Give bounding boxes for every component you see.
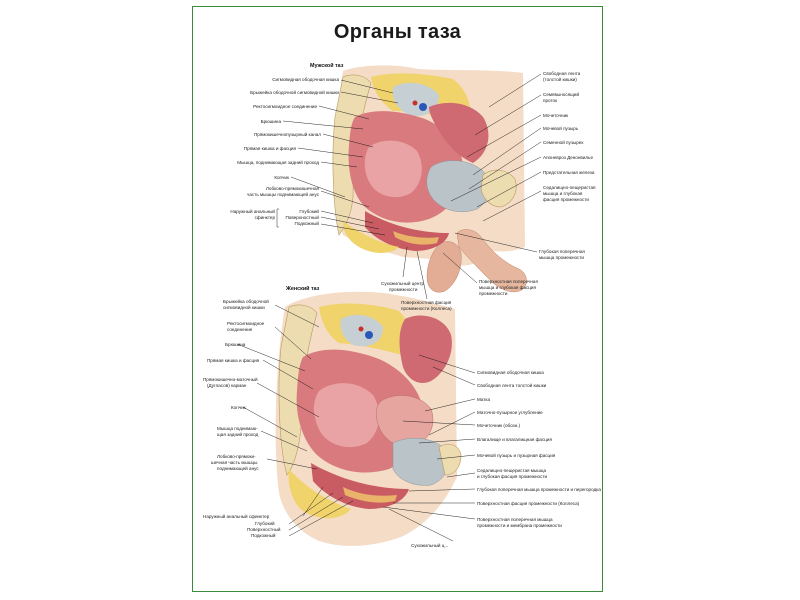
- label-male-taenia-2: (толстой кишки): [543, 76, 577, 82]
- label-male-puborectalis-1: Лобково-прямокишечная: [266, 186, 320, 191]
- label-male-perineal-body-1: Сухожильный центр: [381, 280, 425, 286]
- label-female-colles: Поверхностная фасция промежности (Коллес…: [477, 501, 580, 506]
- label-male-prostate: Предстательная железа: [543, 170, 595, 175]
- female-left-labels: Брыжейка ободочной сигмовидной кишки Рек…: [203, 298, 281, 538]
- label-female-rectosigmoid-2: соединение: [227, 327, 253, 332]
- label-male-sigmoid-mesocolon: Брыжейка ободочной сигмовидной кишки: [250, 89, 339, 95]
- label-female-superficial: Поверхностный: [247, 526, 281, 532]
- label-female-deep-transverse: Глубокая поперечная мышца промежности и …: [477, 487, 601, 492]
- label-female-mesocolon-2: сигмовидной кишки: [223, 304, 265, 310]
- label-male-peritoneum: Брюшина: [261, 119, 282, 124]
- label-female-peritoneum: Брюшина: [225, 342, 246, 347]
- anatomy-illustration: Мужской таз Женский таз Сигмовидная обод…: [203, 62, 601, 548]
- label-male-colles-2: промежности (Коллеса): [401, 306, 452, 311]
- label-female-douglas-2: (Дугласов) карман: [207, 383, 247, 388]
- label-male-taenia-1: Свободная лента: [543, 71, 581, 76]
- label-male-vas-deferens-2: проток: [543, 98, 558, 103]
- label-female-douglas-1: Прямокишечно-маточный: [203, 376, 258, 382]
- label-male-levator-ani: Мышца, поднимающая задний проход: [237, 159, 319, 165]
- female-leader-lines: [236, 304, 476, 542]
- male-sphincter-bracket: [276, 208, 279, 228]
- label-male-rectosigmoid: Ректосигмоидное соединение: [253, 104, 317, 109]
- label-male-ext-sphincter-2: сфинктер: [255, 215, 276, 220]
- label-male-denonvilliers: Апоневроз Денонвилье: [543, 155, 593, 160]
- label-male-vas-deferens-1: Семявыносящий: [543, 91, 579, 97]
- female-pelvis-drawing: [275, 291, 462, 546]
- label-female-bladder: Мочевой пузырь и пузырная фасция: [477, 452, 556, 458]
- label-female-deep: Глубокий: [255, 520, 275, 526]
- label-male-deep-transverse-2: мышца промежности: [539, 255, 584, 260]
- label-male-rectovesical-pouch: Прямокишечнопузырный канал: [254, 131, 321, 137]
- label-female-uterus: Матка: [477, 397, 491, 402]
- male-leader-lines: [282, 73, 542, 300]
- label-male-deep: Глубокий: [299, 208, 319, 214]
- male-pelvis-drawing: [332, 65, 527, 293]
- male-left-labels: Сигмовидная ободочная кишка Брыжейка обо…: [230, 77, 339, 226]
- label-female-ischiocav-1: Седалищно-пещеристая мышца: [477, 468, 547, 473]
- label-female-subcutaneous: Подкожный: [251, 532, 276, 538]
- label-female-puborectalis-1: Лобково-прямоки-: [217, 454, 256, 459]
- label-female-superf-transverse-2: промежности и мембрана промежности: [477, 523, 562, 528]
- label-male-coccyx: Копчик: [274, 175, 290, 180]
- label-male-ischiocav-3: фасция промежности: [543, 197, 589, 202]
- poster-title: Органы таза: [333, 21, 462, 43]
- label-female-ureter: Мочеточник (обозн.): [477, 423, 521, 428]
- female-section-heading: Женский таз: [285, 285, 320, 292]
- label-male-ureter: Мочеточник: [543, 113, 569, 118]
- female-right-labels: Сигмовидная ободочная кишка Свободная ле…: [477, 370, 601, 528]
- label-female-vagina: Влагалище и влагалищная фасция: [477, 437, 552, 442]
- poster: Органы таза: [192, 6, 603, 592]
- label-female-taenia: Свободная лента толстой кишки: [477, 382, 547, 388]
- label-female-puborectalis-2: шечная часть мышцы: [211, 460, 257, 465]
- label-male-ischiocav-1: Седалищно-пещеристая: [543, 185, 596, 190]
- label-female-superf-transverse-1: Поверхностная поперечная мышца: [477, 517, 553, 522]
- label-female-ext-sphincter: Наружный анальный сфинктер: [203, 513, 270, 519]
- label-male-superf-transverse-1: Поверхностная поперечная: [479, 279, 538, 284]
- label-male-deep-transverse-1: Глубокая поперечная: [539, 249, 585, 254]
- label-male-ext-sphincter-1: Наружный анальный: [230, 208, 275, 214]
- label-female-coccyx: Копчик: [231, 405, 247, 410]
- label-female-sigmoid-colon: Сигмовидная ободочная кишка: [477, 370, 544, 375]
- label-female-levator-2: щая задний проход: [217, 431, 259, 437]
- label-female-mesocolon-1: Брыжейка ободочной: [223, 298, 269, 304]
- male-bottom-labels: Сухожильный центр промежности Поверхност…: [381, 249, 585, 311]
- label-male-seminal-vesicle: Семенной пузырек: [543, 139, 584, 145]
- label-male-superf-transverse-3: промежности: [479, 291, 508, 296]
- label-male-rectum-fascia: Прямая кишка и фасция: [244, 146, 297, 151]
- label-male-ischiocav-2: мышца и глубокая: [543, 191, 583, 196]
- label-male-subcutaneous: Подкожный: [295, 220, 320, 226]
- label-male-superficial: Поверхностный: [286, 214, 320, 220]
- label-male-superf-transverse-2: мышца и глубокая фасция: [479, 285, 536, 290]
- label-female-perineal-body: Сухожильный ц...: [411, 542, 448, 548]
- label-female-rectum-fascia: Прямая кишка и фасция: [207, 358, 260, 363]
- male-right-labels: Свободная лента (толстой кишки) Семявыно…: [543, 71, 596, 202]
- label-male-colles-1: Поверхностная фасция: [401, 300, 452, 305]
- label-female-vesicouterine: Маточно-пузырное углубление: [477, 410, 543, 415]
- label-female-levator-1: Мышца поднимаю-: [217, 426, 258, 431]
- male-section-heading: Мужской таз: [310, 62, 344, 69]
- label-male-sigmoid-colon: Сигмовидная ободочная кишка: [272, 77, 339, 82]
- label-male-perineal-body-2: промежности: [389, 287, 418, 292]
- label-female-rectosigmoid-1: Ректосигмоидное: [227, 321, 265, 326]
- label-male-bladder: Мочевой пузырь: [543, 125, 579, 131]
- label-female-puborectalis-3: поднимающей анус: [217, 465, 259, 471]
- label-male-puborectalis-2: часть мышцы поднимающей анус: [247, 191, 320, 197]
- label-female-ischiocav-2: и глубокая фасция промежности: [477, 474, 547, 479]
